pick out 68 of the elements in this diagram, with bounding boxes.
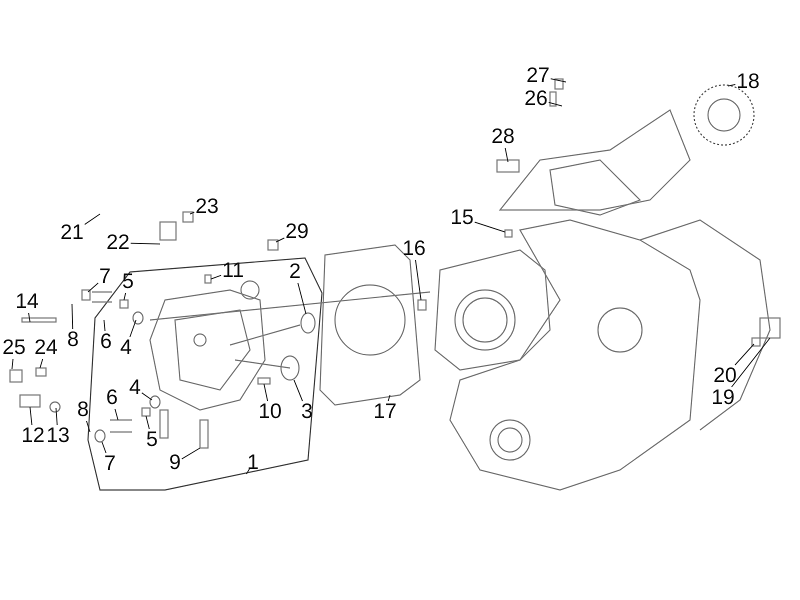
leader-line bbox=[388, 394, 390, 402]
leader-line bbox=[276, 238, 285, 242]
callout-number: 13 bbox=[46, 425, 70, 447]
callout-number: 2 bbox=[289, 261, 301, 283]
callout-number: 5 bbox=[146, 429, 158, 451]
leader-line bbox=[210, 274, 222, 280]
callout-number: 6 bbox=[100, 331, 112, 353]
leader-line bbox=[86, 420, 90, 432]
leader-line bbox=[264, 384, 268, 402]
leader-line bbox=[415, 260, 422, 300]
callout-number: 24 bbox=[34, 337, 58, 359]
callout-number: 25 bbox=[2, 337, 26, 359]
callout-number: 4 bbox=[120, 337, 132, 359]
leader-line bbox=[124, 292, 126, 300]
callout-number: 28 bbox=[491, 126, 515, 148]
leader-line bbox=[297, 282, 306, 314]
callout-number: 7 bbox=[99, 266, 111, 288]
leader-line bbox=[104, 320, 106, 332]
leader-line bbox=[40, 358, 44, 368]
callout-number: 17 bbox=[373, 401, 397, 423]
callout-number: 11 bbox=[222, 260, 244, 282]
callout-number: 23 bbox=[195, 196, 219, 218]
callout-number: 5 bbox=[122, 271, 134, 293]
callout-number: 16 bbox=[402, 238, 426, 260]
leader-line bbox=[130, 242, 160, 244]
leader-line bbox=[114, 408, 118, 420]
callout-number: 29 bbox=[285, 221, 309, 243]
callout-number: 21 bbox=[60, 222, 84, 244]
callout-number: 22 bbox=[106, 232, 130, 254]
callout-number: 20 bbox=[713, 365, 737, 387]
leader-line bbox=[28, 312, 30, 322]
leader-line bbox=[129, 320, 136, 338]
callout-number: 1 bbox=[247, 452, 259, 474]
leader-line bbox=[141, 392, 152, 400]
callout-number: 4 bbox=[129, 377, 141, 399]
callout-number: 18 bbox=[736, 71, 760, 93]
leader-line bbox=[246, 468, 250, 474]
leader-line bbox=[731, 338, 770, 388]
callout-number: 10 bbox=[258, 401, 282, 423]
leader-line bbox=[734, 344, 754, 366]
callout-number: 27 bbox=[526, 65, 550, 87]
leader-line bbox=[550, 78, 566, 82]
callout-number: 8 bbox=[77, 399, 89, 421]
callout-number: 9 bbox=[169, 452, 181, 474]
leader-line bbox=[146, 416, 150, 430]
leader-line bbox=[548, 102, 562, 106]
callout-number: 6 bbox=[106, 387, 118, 409]
leader-line bbox=[102, 442, 106, 454]
leader-line bbox=[72, 304, 74, 330]
callout-number: 26 bbox=[524, 88, 548, 110]
leader-line bbox=[474, 222, 506, 232]
callout-number: 14 bbox=[15, 291, 39, 313]
leader-line bbox=[728, 84, 736, 86]
leader-line bbox=[294, 380, 303, 402]
leader-line bbox=[190, 212, 195, 214]
leader-line bbox=[504, 148, 508, 162]
callout-number: 15 bbox=[450, 207, 474, 229]
leader-line bbox=[84, 214, 100, 225]
leader-line bbox=[181, 448, 200, 460]
leader-line bbox=[88, 282, 99, 292]
callout-number: 19 bbox=[711, 387, 735, 409]
callout-number: 3 bbox=[301, 401, 313, 423]
callout-number: 7 bbox=[104, 453, 116, 475]
callout-number: 12 bbox=[21, 425, 45, 447]
leader-line bbox=[30, 406, 32, 426]
leader-line bbox=[12, 358, 14, 370]
leader-line bbox=[56, 408, 58, 426]
callout-number: 8 bbox=[67, 329, 79, 351]
